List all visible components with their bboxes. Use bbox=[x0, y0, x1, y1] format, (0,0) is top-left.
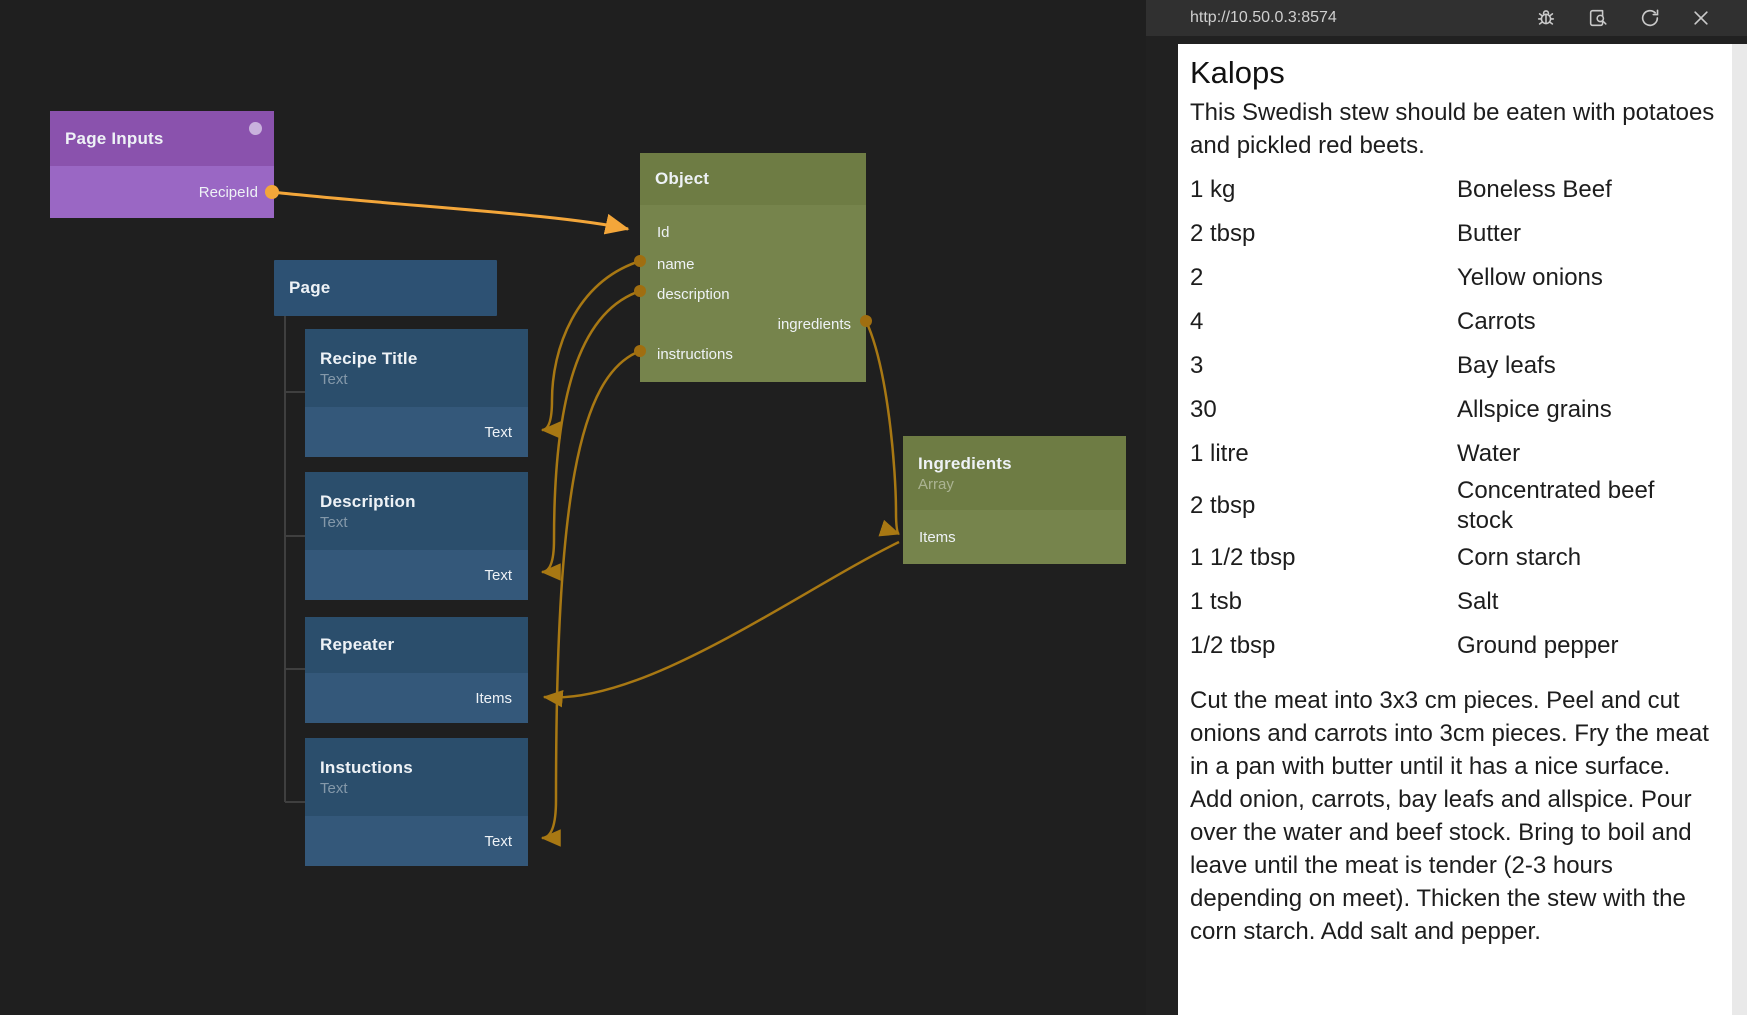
node-page[interactable]: Page bbox=[274, 260, 497, 316]
ingredient-amount: 2 tbsp bbox=[1190, 492, 1256, 519]
ingredient-row: 1 kg Boneless Beef bbox=[1190, 168, 1716, 212]
bug-icon[interactable] bbox=[1535, 7, 1557, 29]
node-title: Repeater bbox=[320, 635, 395, 654]
ingredient-name: Yellow onions bbox=[1457, 264, 1603, 291]
port-ingredients[interactable]: ingredients bbox=[640, 310, 866, 340]
ingredient-amount: 1 1/2 tbsp bbox=[1190, 544, 1296, 571]
node-graph-canvas[interactable]: Page Inputs RecipeId Page Recipe Title T… bbox=[0, 0, 1146, 1015]
preview-panel: http://10.50.0.3:8574 bbox=[1146, 0, 1747, 1015]
ingredient-amount: 2 tbsp bbox=[1190, 220, 1256, 247]
port-items[interactable]: Items bbox=[305, 673, 528, 723]
preview-viewport: Kalops This Swedish stew should be eaten… bbox=[1178, 44, 1747, 1015]
node-subtitle: Text bbox=[320, 513, 348, 531]
ingredient-amount: 2 bbox=[1190, 264, 1204, 291]
node-subtitle: Text bbox=[320, 370, 348, 388]
node-object[interactable]: Object Id name description ingredients i… bbox=[640, 153, 866, 382]
ingredient-row: 3 Bay leafs bbox=[1190, 344, 1716, 388]
node-title: Instuctions bbox=[320, 757, 413, 777]
toolbar-icons bbox=[1535, 7, 1711, 29]
node-ingredients-array[interactable]: Ingredients Array Items bbox=[903, 436, 1126, 564]
port-text[interactable]: Text bbox=[305, 407, 528, 457]
node-repeater[interactable]: Repeater Items bbox=[305, 617, 528, 723]
ingredient-amount: 1/2 tbsp bbox=[1190, 632, 1276, 659]
recipe-instructions: Cut the meat into 3x3 cm pieces. Peel an… bbox=[1190, 687, 1709, 945]
port-label: Text bbox=[484, 832, 512, 850]
ingredient-name: Concentrated beef stock bbox=[1457, 477, 1655, 534]
port-label: name bbox=[657, 256, 695, 273]
hierarchy-tree-lines bbox=[284, 316, 305, 803]
ingredient-name: Carrots bbox=[1457, 308, 1536, 335]
node-title: Object bbox=[655, 169, 710, 188]
port-name[interactable]: name bbox=[640, 250, 866, 280]
refresh-icon[interactable] bbox=[1639, 7, 1661, 29]
ingredient-amount: 1 tsb bbox=[1190, 588, 1243, 615]
node-title: Page Inputs bbox=[65, 128, 164, 148]
ingredient-name: Bay leafs bbox=[1457, 352, 1556, 379]
ingredient-name: Ground pepper bbox=[1457, 632, 1619, 659]
port-label: instructions bbox=[657, 346, 733, 363]
ingredient-row: 1 tsb Salt bbox=[1190, 580, 1716, 624]
port-text[interactable]: Text bbox=[305, 550, 528, 600]
port-id[interactable]: Id bbox=[640, 216, 866, 250]
ingredient-name: Water bbox=[1457, 440, 1521, 467]
ingredient-list: 1 kg Boneless Beef 2 tbsp Butter 2 Yello… bbox=[1190, 168, 1716, 668]
close-icon[interactable] bbox=[1691, 8, 1711, 28]
node-subtitle: Text bbox=[320, 779, 348, 797]
ingredient-amount: 3 bbox=[1190, 352, 1204, 379]
connection-description-to-description[interactable] bbox=[540, 289, 641, 581]
node-instructions[interactable]: Instuctions Text Text bbox=[305, 738, 528, 866]
node-title: Recipe Title bbox=[320, 348, 418, 368]
ingredient-name: Butter bbox=[1457, 220, 1522, 247]
ingredient-amount: 1 litre bbox=[1190, 440, 1249, 467]
connection-ingredients-to-array-items[interactable] bbox=[864, 320, 901, 537]
port-label: RecipeId bbox=[198, 183, 258, 201]
port-label: Items bbox=[475, 689, 512, 707]
ingredient-row: 1 litre Water bbox=[1190, 432, 1716, 476]
node-title: Page bbox=[289, 278, 331, 297]
connection-recipeid-to-object-id[interactable] bbox=[271, 190, 630, 235]
node-description[interactable]: Description Text Text bbox=[305, 472, 528, 600]
ingredient-name: Salt bbox=[1457, 588, 1499, 615]
ingredient-row: 1/2 tbsp Ground pepper bbox=[1190, 624, 1716, 668]
node-page-inputs[interactable]: Page Inputs RecipeId bbox=[50, 111, 274, 218]
preview-toolbar: http://10.50.0.3:8574 bbox=[1146, 0, 1747, 36]
port-label: Text bbox=[484, 566, 512, 584]
preview-url[interactable]: http://10.50.0.3:8574 bbox=[1190, 9, 1337, 26]
ingredient-row: 2 tbsp Butter bbox=[1190, 212, 1716, 256]
port-label: description bbox=[657, 286, 730, 303]
port-label: Text bbox=[484, 423, 512, 441]
port-label: Items bbox=[919, 528, 956, 546]
ingredient-name: Allspice grains bbox=[1457, 396, 1612, 423]
ingredient-row: 2 tbsp Concentrated beef stock bbox=[1190, 476, 1716, 536]
ingredient-name: Boneless Beef bbox=[1457, 176, 1612, 203]
port-description[interactable]: description bbox=[640, 280, 866, 310]
connection-array-items-to-repeater-items[interactable] bbox=[542, 540, 900, 708]
port-label: ingredients bbox=[777, 316, 851, 333]
recipe-title: Kalops bbox=[1190, 55, 1285, 90]
port-text[interactable]: Text bbox=[305, 816, 528, 866]
ingredient-row: 2 Yellow onions bbox=[1190, 256, 1716, 300]
port-instructions[interactable]: instructions bbox=[640, 340, 866, 370]
connection-name-to-recipe-title[interactable] bbox=[540, 259, 641, 439]
recipe-description: This Swedish stew should be eaten with p… bbox=[1190, 99, 1715, 159]
port-label: Id bbox=[657, 224, 670, 241]
ingredient-amount: 1 kg bbox=[1190, 176, 1236, 203]
node-badge bbox=[249, 122, 262, 135]
ingredient-row: 1 1/2 tbsp Corn starch bbox=[1190, 536, 1716, 580]
ingredient-row: 30 Allspice grains bbox=[1190, 388, 1716, 432]
preview-scrollbar[interactable] bbox=[1732, 44, 1747, 1015]
node-title: Ingredients bbox=[918, 453, 1012, 473]
node-recipe-title[interactable]: Recipe Title Text Text bbox=[305, 329, 528, 457]
ingredient-amount: 4 bbox=[1190, 308, 1204, 335]
port-items[interactable]: Items bbox=[903, 510, 1126, 564]
node-title: Description bbox=[320, 491, 416, 511]
connection-instructions-to-instuctions[interactable] bbox=[540, 349, 641, 847]
ingredient-amount: 30 bbox=[1190, 396, 1217, 423]
node-subtitle: Array bbox=[918, 475, 954, 493]
recipe-page: Kalops This Swedish stew should be eaten… bbox=[1190, 44, 1716, 948]
port-recipeid[interactable]: RecipeId bbox=[50, 166, 274, 218]
ingredient-row: 4 Carrots bbox=[1190, 300, 1716, 344]
open-in-browser-icon[interactable] bbox=[1587, 7, 1609, 29]
ingredient-name: Corn starch bbox=[1457, 544, 1582, 571]
